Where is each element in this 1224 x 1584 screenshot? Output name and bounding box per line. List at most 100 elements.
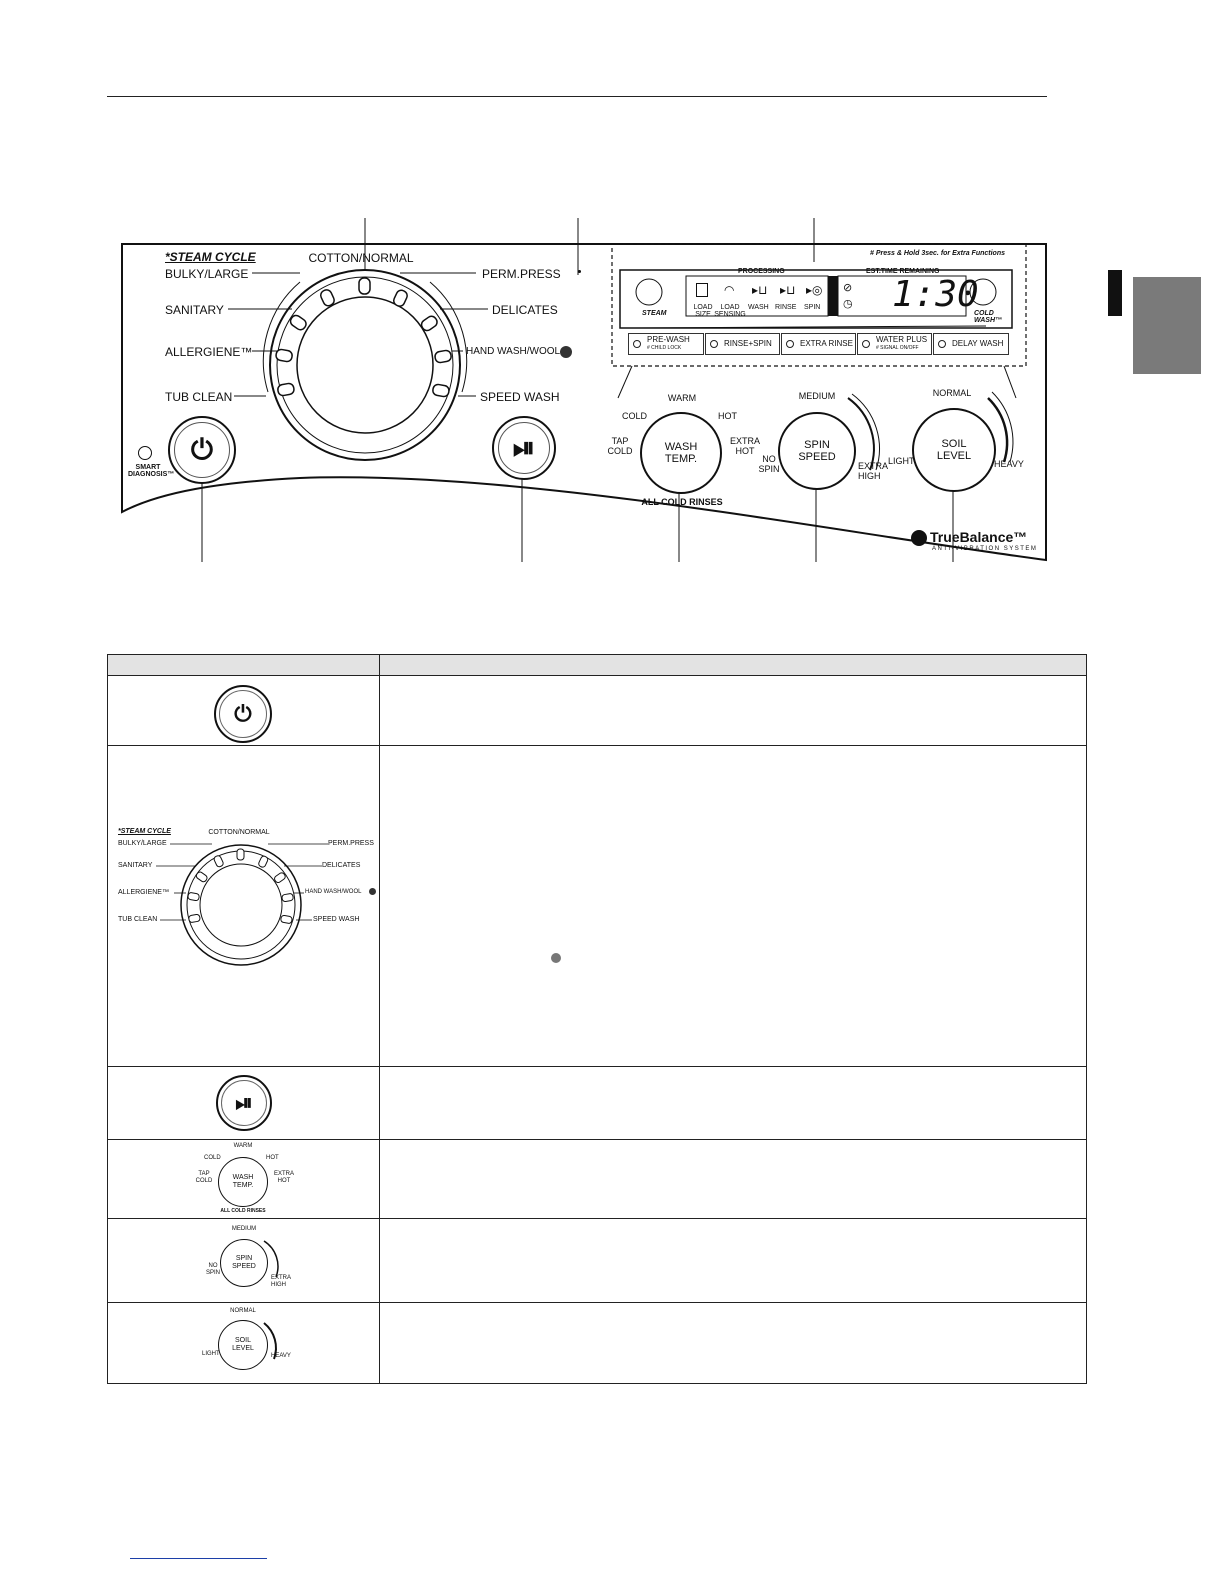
power-icon: ⏻	[190, 434, 214, 465]
steam-indicator: STEAM	[642, 310, 667, 317]
water-plus-button[interactable]: WATER PLUS# SIGNAL ON/OFF	[857, 333, 932, 355]
table-spin-arc	[263, 1240, 279, 1278]
stage-load-sensing: LOAD SENSING	[714, 304, 746, 318]
steam-cycle-heading: *STEAM CYCLE	[165, 250, 256, 264]
soil-level-knob[interactable]: SOIL LEVEL	[912, 408, 996, 492]
table-row-wash-temp: WASH TEMP. TAP COLD COLD WARM HOT EXTRA …	[108, 1139, 1086, 1218]
pre-wash-label: PRE-WASH	[647, 335, 690, 344]
power-button[interactable]: ⏻	[168, 416, 236, 484]
rinse-spin-label: RINSE+SPIN	[724, 339, 772, 348]
wash-icon: ▸⊔	[752, 283, 768, 297]
signal-label: # SIGNAL ON/OFF	[876, 345, 919, 351]
delay-wash-label: DELAY WASH	[952, 339, 1004, 348]
wash-temp-label: WASH TEMP.	[664, 441, 698, 465]
small-tub-clean: TUB CLEAN	[118, 916, 158, 923]
cycle-perm-press[interactable]: PERM.PRESS	[482, 267, 561, 281]
soil-heavy: HEAVY	[994, 459, 1024, 469]
clock-icon: ◷	[843, 298, 853, 310]
pre-wash-button[interactable]: PRE-WASH# CHILD LOCK	[628, 333, 704, 355]
small-delicates: DELICATES	[322, 862, 361, 869]
extra-rinse-button[interactable]: EXTRA RINSE	[781, 333, 856, 355]
play-pause-icon: ⏯	[512, 432, 536, 463]
all-cold-rinses: ALL COLD RINSES	[641, 497, 723, 507]
table-header-row	[108, 655, 1086, 675]
water-plus-led	[862, 340, 870, 348]
cycle-sanitary[interactable]: SANITARY	[165, 303, 224, 317]
small-wool-icon	[369, 888, 376, 895]
est-time-label: EST.TIME REMAINING	[866, 268, 940, 275]
table-all-cold-rinses: ALL COLD RINSES	[220, 1208, 266, 1214]
table-row-cycle: *STEAM CYCLE COTTON/NORMAL BULKY/LARGE S…	[108, 745, 1086, 1066]
child-lock-label: # CHILD LOCK	[647, 345, 682, 351]
control-panel-illustration: *STEAM CYCLE BULKY/LARGE SANITARY ALLERG…	[0, 0, 1224, 600]
table-header-right	[380, 655, 1086, 661]
table-cold: COLD	[204, 1155, 221, 1161]
water-plus-label: WATER PLUS	[876, 335, 928, 344]
smart-diagnosis-label: SMART DIAGNOSIS™	[128, 464, 175, 478]
table-extra-high: EXTRA HIGH	[271, 1275, 291, 1288]
table-wash-temp-knob: WASH TEMP.	[218, 1157, 268, 1207]
soil-light: LIGHT	[888, 456, 915, 466]
smart-diagnosis-icon	[138, 446, 152, 460]
power-icon: ⏻	[234, 701, 252, 726]
callout-dot	[578, 270, 581, 273]
table-row-start-pause: ⏯	[108, 1066, 1086, 1139]
small-speed-wash: SPEED WASH	[313, 916, 360, 923]
table-wash-temp-label: WASH TEMP.	[232, 1174, 254, 1189]
time-remaining: 1:30	[892, 274, 979, 315]
spin-speed-label: SPIN SPEED	[798, 439, 836, 463]
brand-subtitle: ANTI-VIBRATION SYSTEM	[932, 546, 1038, 552]
cycle-cotton-normal[interactable]: COTTON/NORMAL	[308, 251, 414, 265]
wash-temp-knob[interactable]: WASH TEMP.	[640, 412, 722, 494]
table-spin-speed-knob: SPIN SPEED	[220, 1239, 268, 1287]
wool-icon	[551, 953, 561, 963]
controls-table: ⏻	[107, 654, 1087, 1384]
wash-temp-tap-cold: TAP COLD	[607, 436, 633, 456]
cycle-hand-wash-wool[interactable]: HAND WASH/WOOL	[466, 346, 561, 357]
small-allergiene: ALLERGIENE™	[118, 889, 169, 896]
table-soil-arc	[263, 1322, 277, 1360]
delay-wash-button[interactable]: DELAY WASH	[933, 333, 1009, 355]
table-heavy: HEAVY	[271, 1353, 291, 1359]
small-steam-heading: *STEAM CYCLE	[118, 828, 171, 835]
table-no-spin: NO SPIN	[205, 1263, 220, 1276]
stage-wash: WASH	[748, 304, 769, 311]
table-tap-cold: TAP COLD	[195, 1171, 213, 1184]
spin-speed-knob[interactable]: SPIN SPEED	[778, 412, 856, 490]
cold-wash-indicator: COLD WASH™	[974, 310, 1002, 324]
start-pause-button[interactable]: ⏯	[492, 416, 556, 480]
sensing-icon: ◠	[724, 283, 735, 297]
brand-logo-text: TrueBalance™	[930, 529, 1028, 545]
cycle-bulky-large[interactable]: BULKY/LARGE	[165, 267, 249, 281]
wash-temp-cold: COLD	[622, 411, 648, 421]
cycle-tub-clean[interactable]: TUB CLEAN	[165, 390, 233, 404]
cycle-speed-wash[interactable]: SPEED WASH	[480, 390, 560, 404]
small-perm-press: PERM.PRESS	[328, 840, 374, 847]
rinse-spin-button[interactable]: RINSE+SPIN	[705, 333, 780, 355]
table-spin-speed-label: SPIN SPEED	[232, 1255, 256, 1270]
load-size-icon	[696, 283, 708, 297]
wash-temp-warm: WARM	[667, 393, 697, 403]
small-cycle-dial	[156, 843, 328, 966]
table-power-button: ⏻	[214, 685, 272, 743]
cycle-delicates[interactable]: DELICATES	[492, 303, 558, 317]
spin-icon: ▸◎	[806, 283, 823, 297]
press-hold-note: # Press & Hold 3sec. for Extra Functions	[870, 250, 1005, 257]
table-row-soil-level: SOIL LEVEL LIGHT NORMAL HEAVY	[108, 1302, 1086, 1383]
small-cotton-normal: COTTON/NORMAL	[208, 829, 270, 836]
stage-load-size: LOAD SIZE	[693, 304, 713, 318]
spin-extra-high: EXTRA HIGH	[858, 461, 888, 481]
table-normal: NORMAL	[230, 1308, 256, 1314]
spin-medium: MEDIUM	[798, 391, 836, 401]
table-hot: HOT	[266, 1155, 279, 1161]
extra-rinse-label: EXTRA RINSE	[800, 339, 853, 348]
small-hand-wash-wool: HAND WASH/WOOL	[305, 889, 362, 895]
table-extra-hot: EXTRA HOT	[273, 1171, 294, 1184]
table-soil-level-label: SOIL LEVEL	[232, 1337, 254, 1352]
panel-outline	[121, 218, 1122, 562]
soil-level-label: SOIL LEVEL	[936, 438, 972, 462]
small-bulky-large: BULKY/LARGE	[118, 840, 167, 847]
table-soil-level-knob: SOIL LEVEL	[218, 1320, 268, 1370]
stage-rinse: RINSE	[775, 304, 797, 311]
cycle-allergiene[interactable]: ALLERGIENE™	[165, 345, 253, 359]
